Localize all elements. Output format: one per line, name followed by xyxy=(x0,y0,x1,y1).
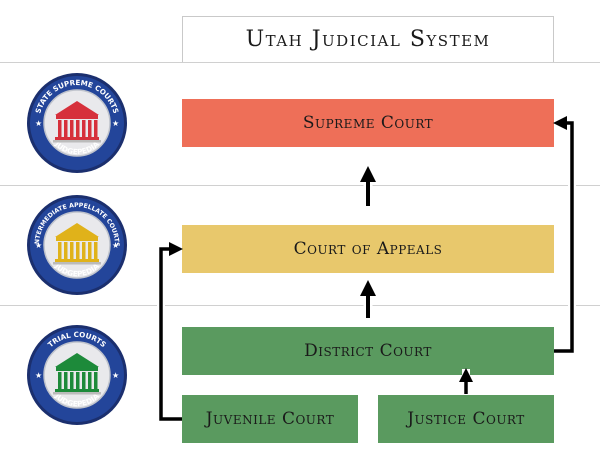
diagram-title: Utah Judicial System xyxy=(182,16,554,62)
court-of-appeals-box: Court of Appeals xyxy=(182,225,554,273)
svg-text:★: ★ xyxy=(35,119,42,128)
juvenile-court-box: Juvenile Court xyxy=(182,395,358,443)
tier-divider xyxy=(0,62,600,63)
svg-text:★: ★ xyxy=(35,371,42,380)
supreme-court-box: Supreme Court xyxy=(182,99,554,147)
tier-divider xyxy=(0,185,600,186)
juvenile-to-appeals-arrow xyxy=(157,242,183,423)
svg-text:★: ★ xyxy=(112,241,119,250)
state-supreme-courts-seal: STATE SUPREME COURTS JUDGEPEDIA ★ ★ xyxy=(27,73,127,173)
svg-text:★: ★ xyxy=(112,371,119,380)
courthouse-icon xyxy=(53,223,101,265)
justice-court-box: Justice Court xyxy=(378,395,554,443)
trial-courts-seal: TRIAL COURTS JUDGEPEDIA ★ ★ xyxy=(27,325,127,425)
svg-text:★: ★ xyxy=(112,119,119,128)
courthouse-icon xyxy=(53,353,101,395)
tier-divider xyxy=(0,305,600,306)
courthouse-icon xyxy=(53,101,101,143)
svg-text:★: ★ xyxy=(35,241,42,250)
district-court-box: District Court xyxy=(182,327,554,375)
district-to-supreme-arrow xyxy=(553,116,576,355)
intermediate-appellate-courts-seal: INTERMEDIATE APPELLATE COURTS JUDGEPEDIA… xyxy=(25,193,127,295)
